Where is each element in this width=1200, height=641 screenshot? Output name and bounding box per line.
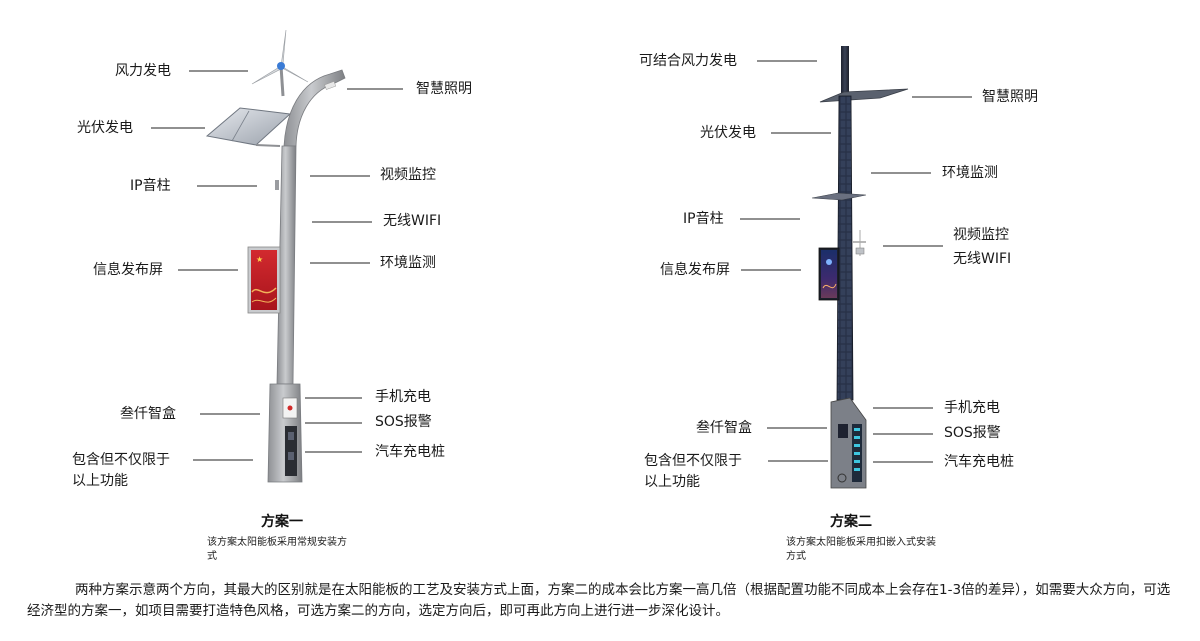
scheme1-label-more-line2: 以上功能 [72, 473, 128, 489]
scheme1-label-ev-charge: 汽车充电桩 [375, 444, 445, 460]
scheme1-label-env: 环境监测 [380, 255, 436, 271]
scheme1-info-screen: ★ [247, 246, 281, 314]
scheme1-wind-turbine [251, 29, 309, 97]
scheme2-label-wifi: 无线WIFI [953, 251, 1012, 267]
scheme2-solar-shaft [836, 95, 854, 401]
scheme1-label-sos: SOS报警 [375, 414, 432, 430]
scheme1-base-cabinet [267, 383, 303, 483]
scheme2-label-phone-charge: 手机充电 [944, 400, 1000, 416]
scheme1-label-smart-box: 叁仟智盒 [120, 406, 176, 422]
scheme2-subcaption: 该方案太阳能板采用扣嵌入式安装方式 [786, 537, 936, 562]
scheme1-label-phone-charge: 手机充电 [375, 389, 431, 405]
scheme1-label-wind: 风力发电 [115, 63, 171, 79]
scheme2-middle-disc [811, 192, 867, 201]
svg-text:★: ★ [256, 255, 263, 264]
scheme1-pole: ★ [205, 29, 346, 483]
scheme2-label-more-line1: 包含但不仅限于 [644, 453, 742, 469]
scheme2-camera [853, 230, 866, 256]
scheme2-base-cabinet [830, 397, 867, 489]
scheme2-pole [811, 46, 909, 489]
scheme2-label-smart-light: 智慧照明 [982, 89, 1038, 105]
scheme2-info-screen [818, 247, 840, 301]
scheme2-label-sos: SOS报警 [944, 425, 1001, 441]
scheme1-leader-lines [151, 70, 403, 461]
scheme1-label-more-line1: 包含但不仅限于 [72, 452, 170, 468]
scheme2-label-info-screen: 信息发布屏 [660, 262, 730, 278]
scheme2-label-smart-box: 叁仟智盒 [696, 420, 752, 436]
scheme1-label-ip-speaker: IP音柱 [130, 178, 171, 194]
scheme2-light-plate [819, 88, 909, 103]
scheme1-solar-panel [205, 107, 292, 146]
scheme2-label-env: 环境监测 [942, 165, 998, 181]
scheme1-subcaption: 该方案太阳能板采用常规安装方式 [207, 537, 347, 562]
summary-paragraph: 两种方案示意两个方向，其最大的区别就是在太阳能板的工艺及安装方式上面，方案二的成… [27, 582, 1171, 619]
scheme2-label-ip-speaker: IP音柱 [683, 211, 724, 227]
scheme1-label-info-screen: 信息发布屏 [93, 262, 163, 278]
scheme2-label-video: 视频监控 [953, 227, 1009, 243]
scheme1-label-solar: 光伏发电 [77, 120, 133, 136]
scheme2-leader-lines [740, 60, 972, 463]
scheme1-lamp-arm [283, 69, 346, 147]
scheme2-label-wind: 可结合风力发电 [639, 53, 737, 69]
scheme1-label-smart-light: 智慧照明 [416, 81, 472, 97]
scheme1-label-video: 视频监控 [380, 167, 436, 183]
scheme2-label-solar: 光伏发电 [700, 125, 756, 141]
scheme2-label-ev-charge: 汽车充电桩 [944, 454, 1014, 470]
scheme1-caption: 方案一 [261, 514, 303, 530]
scheme2-caption: 方案二 [830, 514, 872, 530]
scheme1-label-wifi: 无线WIFI [383, 213, 442, 229]
scheme2-label-more-line2: 以上功能 [644, 474, 700, 490]
